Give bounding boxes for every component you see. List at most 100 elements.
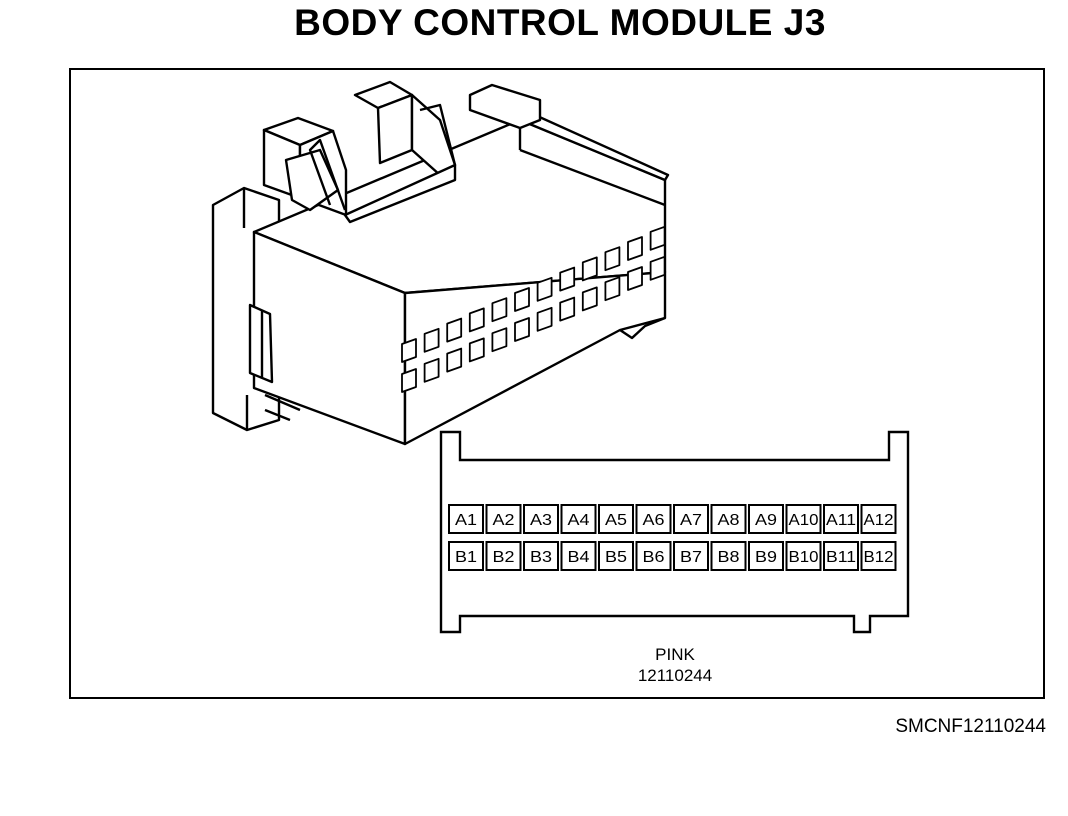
pin-hole xyxy=(649,225,666,251)
pin-hole xyxy=(559,296,576,322)
pin-hole xyxy=(514,317,530,342)
pin-cell-a2: A2 xyxy=(485,504,522,534)
connector-face-outline xyxy=(439,430,910,634)
pin-label-a4: A4 xyxy=(568,512,590,529)
pin-row-a: A1 A2 A3 A4 A5 A6 A7 A8 A9 A10 A11 A12 xyxy=(448,504,897,534)
pin-label-a3: A3 xyxy=(530,512,552,529)
pin-hole xyxy=(604,276,621,302)
pin-cell-box xyxy=(860,504,897,534)
pin-hole xyxy=(604,246,621,272)
pin-hole xyxy=(446,347,463,373)
pin-cell-a11: A11 xyxy=(823,504,859,534)
pin-label-b3: B3 xyxy=(530,549,552,566)
pin-cell-a12: A12 xyxy=(860,504,897,534)
pin-label-a1: A1 xyxy=(455,512,477,529)
pin-hole xyxy=(423,357,440,383)
pin-cell-b10: B10 xyxy=(785,541,822,571)
pin-cell-box xyxy=(860,541,897,571)
pin-hole xyxy=(491,327,508,353)
pin-cell-b8: B8 xyxy=(710,541,747,571)
pin-label-b10: B10 xyxy=(789,549,819,566)
pin-cell-box xyxy=(635,541,672,571)
pin-label-a9: A9 xyxy=(755,512,777,529)
pin-hole xyxy=(649,255,666,281)
pin-label-a2: A2 xyxy=(493,512,515,529)
pin-cell-box xyxy=(598,504,634,534)
pin-cell-b5: B5 xyxy=(598,541,634,571)
pin-cell-a10: A10 xyxy=(785,504,822,534)
pin-label-b9: B9 xyxy=(755,549,777,566)
pin-cell-box xyxy=(673,541,709,571)
pin-label-b8: B8 xyxy=(718,549,740,566)
pin-hole xyxy=(468,307,485,333)
pin-cell-box xyxy=(785,541,822,571)
pin-cell-b2: B2 xyxy=(485,541,522,571)
pin-hole xyxy=(446,317,463,343)
pin-cell-box xyxy=(748,541,784,571)
pin-cell-b4: B4 xyxy=(560,541,597,571)
pin-cell-box xyxy=(748,504,784,534)
pin-cell-b3: B3 xyxy=(523,541,559,571)
pin-label-a5: A5 xyxy=(605,512,627,529)
pin-hole xyxy=(627,266,643,291)
pin-cell-b1: B1 xyxy=(448,541,484,571)
pin-hole xyxy=(514,287,530,312)
connector-color-label: PINK xyxy=(655,645,695,664)
pin-cell-box xyxy=(823,541,859,571)
pin-cell-box xyxy=(523,504,559,534)
pin-cell-box xyxy=(823,504,859,534)
pin-label-b6: B6 xyxy=(643,549,665,566)
pin-cell-a3: A3 xyxy=(523,504,559,534)
pin-hole xyxy=(581,286,598,312)
pin-label-b12: B12 xyxy=(864,549,894,566)
pin-cell-box xyxy=(485,504,522,534)
pin-hole xyxy=(468,337,485,363)
pin-cell-box xyxy=(598,541,634,571)
reference-code: SMCNF12110244 xyxy=(895,716,1046,737)
pin-cell-box xyxy=(635,504,672,534)
pin-hole xyxy=(491,297,508,323)
pin-cell-a4: A4 xyxy=(560,504,597,534)
pin-cell-b7: B7 xyxy=(673,541,709,571)
pin-cell-box xyxy=(710,504,747,534)
pin-hole xyxy=(559,266,576,292)
pin-label-b2: B2 xyxy=(493,549,515,566)
pin-label-b4: B4 xyxy=(568,549,590,566)
pin-hole xyxy=(581,256,598,282)
pin-hole xyxy=(423,327,440,353)
pin-row-b: B1 B2 B3 B4 B5 B6 B7 B8 B9 B10 B11 B12 xyxy=(448,541,897,571)
pin-label-b11: B11 xyxy=(826,549,856,566)
pin-label-b1: B1 xyxy=(455,549,477,566)
pin-label-a10: A10 xyxy=(789,512,819,529)
pin-label-a12: A12 xyxy=(864,512,894,529)
pin-cell-b11: B11 xyxy=(823,541,859,571)
pin-cell-box xyxy=(448,504,484,534)
pin-cell-a8: A8 xyxy=(710,504,747,534)
pin-hole xyxy=(536,306,553,332)
pin-hole xyxy=(401,368,417,393)
pin-cell-box xyxy=(785,504,822,534)
pin-label-a8: A8 xyxy=(718,512,740,529)
pin-cell-b12: B12 xyxy=(860,541,897,571)
connector-part-number: 12110244 xyxy=(637,666,713,685)
pin-label-b5: B5 xyxy=(605,549,627,566)
pin-cell-a1: A1 xyxy=(448,504,484,534)
connector-pin-holes xyxy=(401,225,666,393)
diagram-title: BODY CONTROL MODULE J3 xyxy=(294,2,826,43)
diagram-frame xyxy=(69,68,1045,699)
pin-label-b7: B7 xyxy=(680,549,702,566)
pin-cell-box xyxy=(560,504,597,534)
pin-cell-box xyxy=(485,541,522,571)
pin-hole xyxy=(536,276,553,302)
pin-label-a11: A11 xyxy=(826,512,856,529)
pin-hole xyxy=(627,236,643,261)
pin-label-a6: A6 xyxy=(643,512,665,529)
pin-cell-a9: A9 xyxy=(748,504,784,534)
pin-hole xyxy=(401,338,417,363)
pin-label-a7: A7 xyxy=(680,512,702,529)
pin-cell-box xyxy=(710,541,747,571)
pin-cell-box xyxy=(523,541,559,571)
pin-cell-a7: A7 xyxy=(673,504,709,534)
pin-cell-box xyxy=(560,541,597,571)
